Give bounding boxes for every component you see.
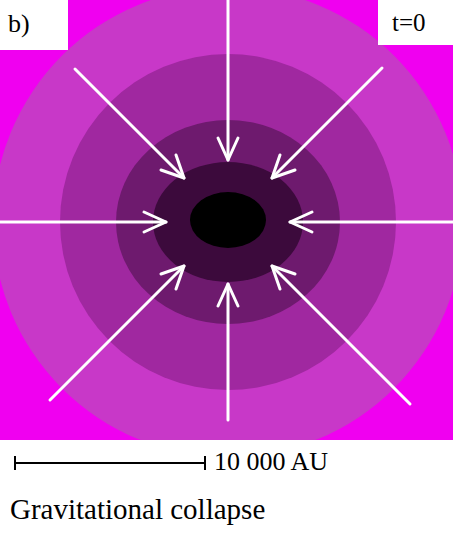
caption: Gravitational collapse [10, 494, 265, 526]
infall-arrow [0, 221, 166, 224]
scale-bar-line [15, 462, 205, 464]
infall-arrow [272, 68, 382, 178]
outer-envelope [0, 0, 453, 457]
scale-bar-tick [14, 456, 16, 470]
infall-arrow [227, 284, 230, 420]
arrow-head [272, 155, 295, 178]
dense-core [190, 192, 266, 248]
scale-label: 10 000 AU [214, 448, 328, 477]
bottom-panel [0, 440, 453, 544]
corner-panel [0, 0, 68, 50]
time-label: t=0 [392, 9, 426, 37]
scale-bar [15, 456, 205, 470]
dense-core-envelope [153, 162, 303, 282]
infall-arrow [75, 69, 184, 178]
arrow-head [272, 266, 295, 289]
arrow-head [144, 212, 166, 232]
arrow-head [290, 212, 312, 232]
arrow-head [161, 155, 184, 178]
arrow-head [218, 138, 238, 160]
scale-bar-tick [204, 456, 206, 470]
corner-panel [378, 0, 453, 45]
arrow-head [218, 284, 238, 306]
infall-arrow [272, 266, 410, 404]
arrow-head [161, 266, 184, 289]
panel-letter: b) [8, 10, 30, 39]
infall-arrow [50, 266, 184, 400]
infall-arrow [227, 0, 230, 160]
infall-arrows [0, 0, 453, 420]
infall-arrow [290, 221, 453, 224]
